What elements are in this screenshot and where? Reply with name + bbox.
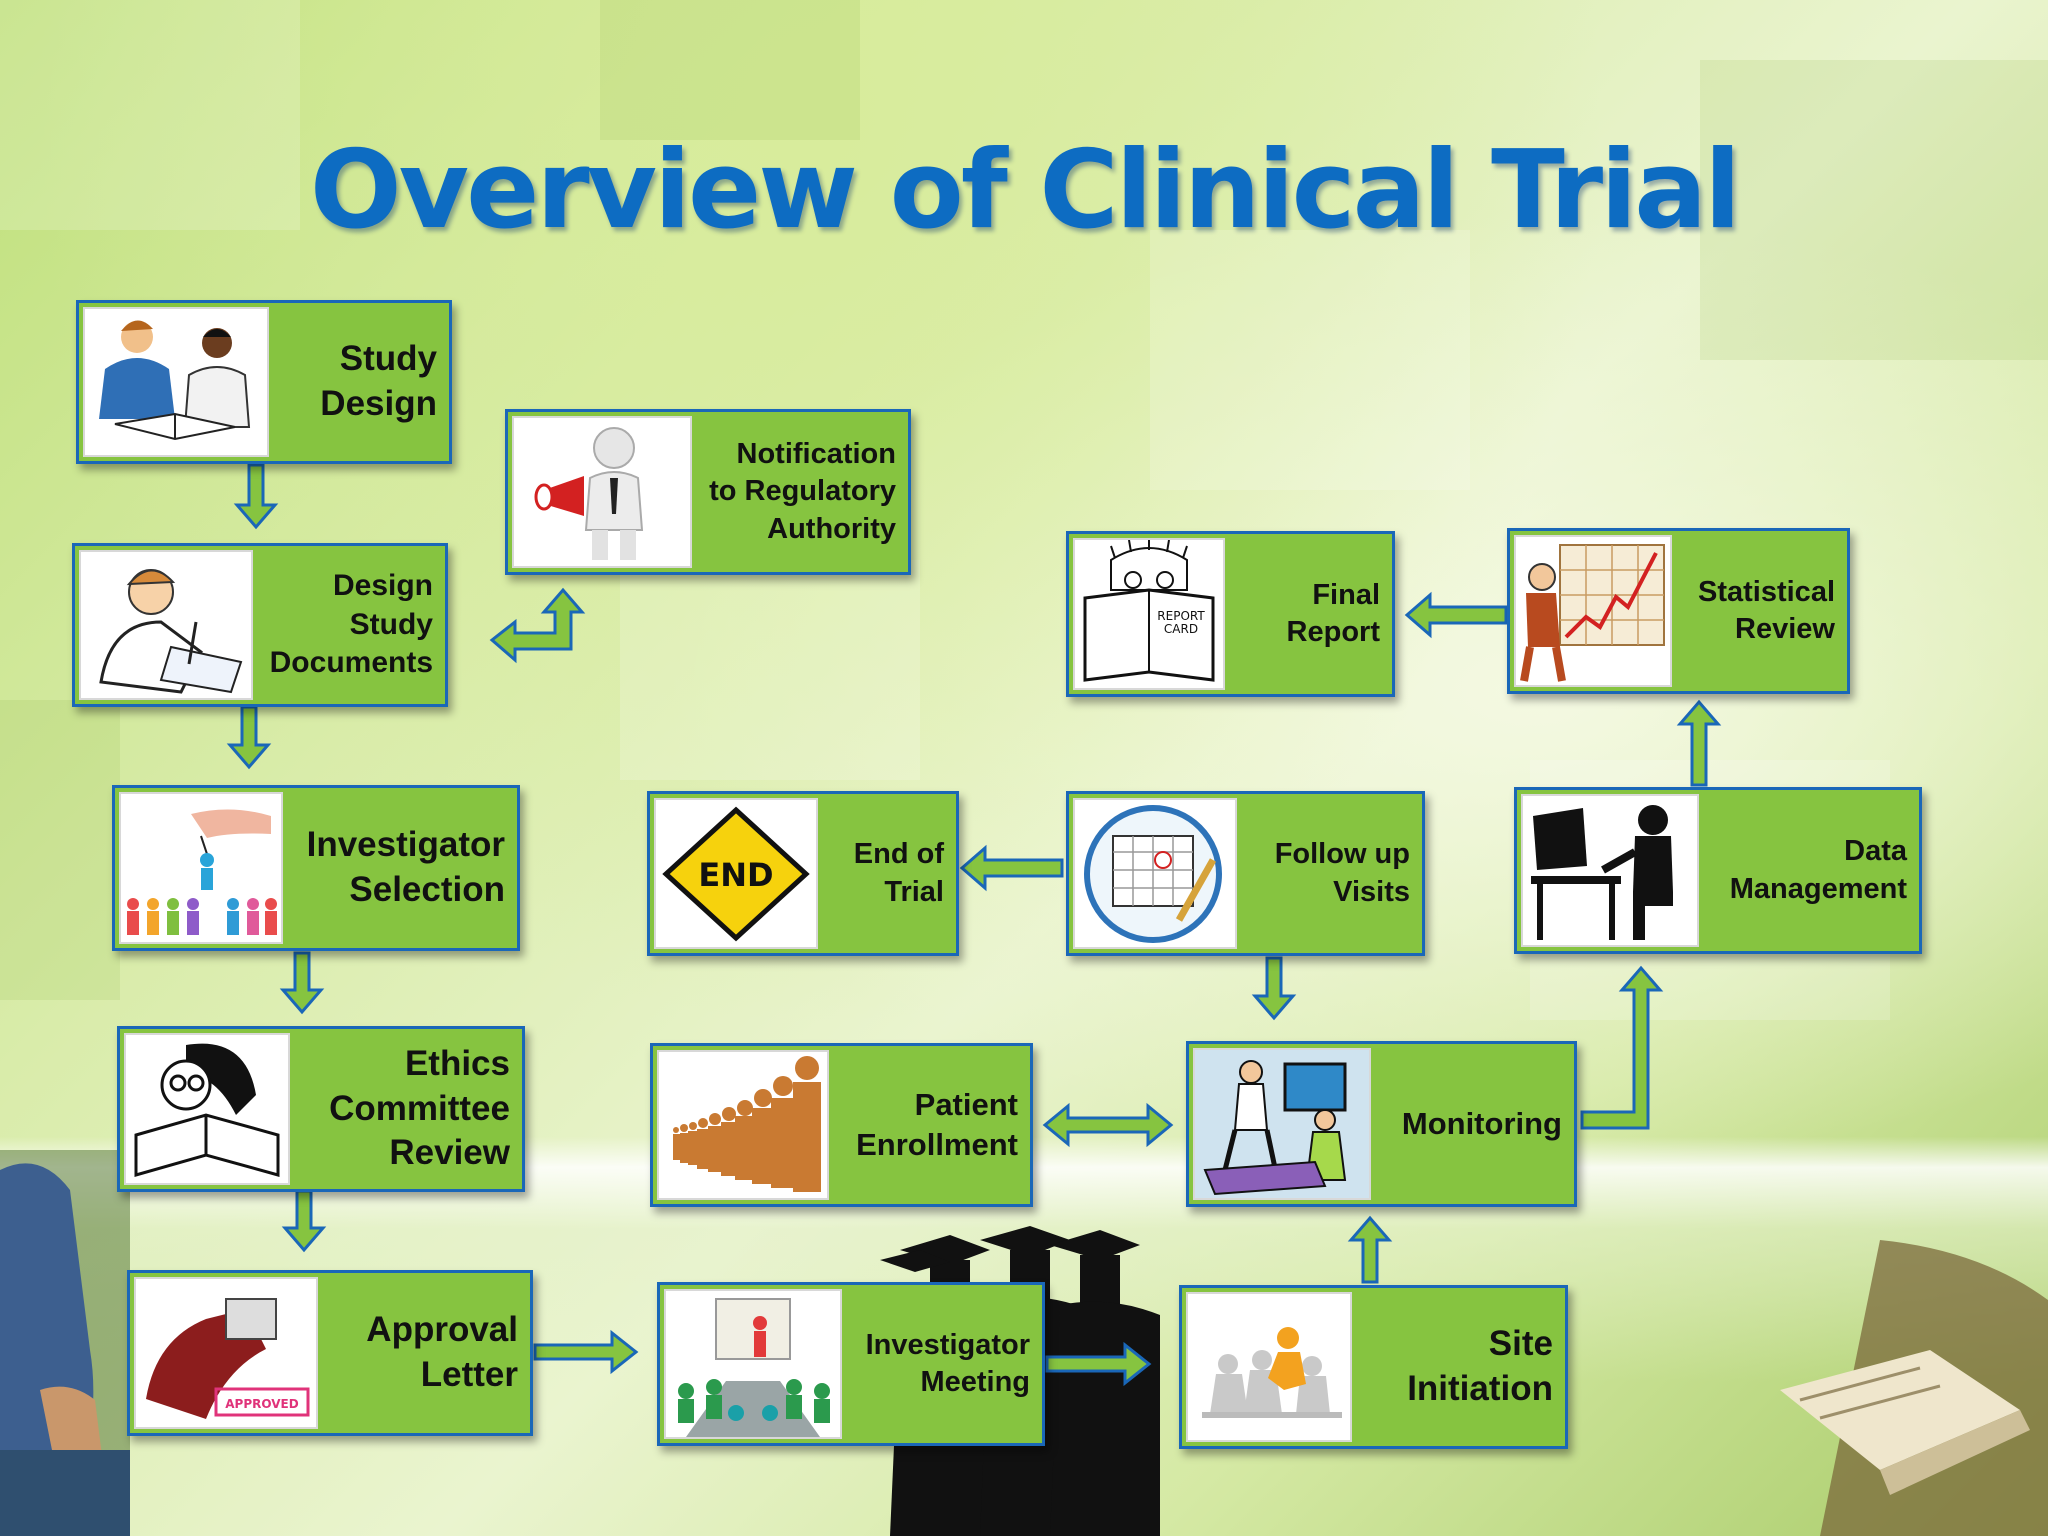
step-notification-regulatory-authority: Notification to Regulatory Authority (505, 409, 911, 575)
background-tile (1150, 230, 1470, 490)
step-label: Approval Letter (366, 1310, 518, 1394)
background-tile (620, 560, 920, 780)
background-tile (600, 0, 860, 140)
step-ethics-committee-review: Ethics Committee Review (117, 1026, 525, 1192)
presentation-audience-icon (664, 1289, 842, 1439)
step-study-design: Study Design (76, 300, 452, 464)
arrow-right (1045, 1341, 1152, 1387)
step-investigator-selection: Investigator Selection (112, 785, 520, 951)
step-follow-up-visits: Follow up Visits (1066, 791, 1425, 956)
step-label: Statistical Review (1698, 575, 1835, 645)
arrow-left (959, 844, 1064, 892)
step-label: Notification to Regulatory Authority (709, 438, 896, 545)
arrow-down (226, 705, 272, 770)
step-data-management: Data Management (1514, 787, 1922, 954)
end-sign-icon: END (654, 798, 818, 949)
arrow-up (1347, 1215, 1393, 1284)
arrow-elbow (489, 587, 586, 664)
arrow-right (533, 1329, 639, 1375)
arrow-double (1042, 1102, 1174, 1148)
step-label: Follow up Visits (1274, 838, 1410, 908)
scholar-reading-book-icon (124, 1033, 290, 1185)
arrow-left (1404, 591, 1508, 639)
approved-stamp-icon: APPROVED (134, 1277, 318, 1429)
step-label: Design Study Documents (269, 569, 433, 680)
arrow-up (1676, 699, 1722, 787)
runner-start-icon (1186, 1292, 1352, 1442)
step-label: End of Trial (853, 838, 944, 908)
arrow-down (1251, 956, 1297, 1021)
person-writing-icon (79, 550, 253, 700)
arrow-elbow-up (1580, 965, 1664, 1130)
background-tile (1700, 60, 2048, 360)
two-students-reading-icon (83, 307, 269, 457)
step-label: Data Management (1729, 835, 1907, 905)
step-label: Study Design (320, 339, 437, 423)
people-row-icon (657, 1050, 829, 1200)
person-holding-book-decoration (0, 1150, 130, 1536)
man-with-chart-icon (1514, 535, 1672, 687)
step-statistical-review: Statistical Review (1507, 528, 1850, 694)
hand-picking-person-icon (119, 792, 283, 944)
step-investigator-meeting: Investigator Meeting (657, 1282, 1045, 1446)
step-label: Ethics Committee Review (329, 1043, 510, 1173)
background-tile (0, 700, 120, 1000)
step-monitoring: Monitoring (1186, 1041, 1577, 1207)
arrow-down (279, 951, 325, 1015)
arrow-down (281, 1189, 327, 1253)
step-design-study-documents: Design Study Documents (72, 543, 448, 707)
step-label: Final Report (1286, 578, 1380, 648)
step-patient-enrollment: Patient Enrollment (650, 1043, 1033, 1207)
open-book-decoration (1780, 1240, 2048, 1536)
treadmill-monitor-icon (1193, 1048, 1371, 1200)
page-title: Overview of Clinical Trial (309, 128, 1741, 253)
step-label: Investigator Meeting (865, 1328, 1030, 1398)
stamp-text: APPROVED (225, 1397, 298, 1411)
step-approval-letter: APPROVED Approval Letter (127, 1270, 533, 1436)
background-tile (0, 0, 300, 230)
calendar-pencil-icon (1073, 798, 1237, 949)
step-label: Monitoring (1401, 1106, 1562, 1142)
person-at-computer-icon (1521, 794, 1699, 947)
step-label: Site Initiation (1407, 1324, 1553, 1408)
arrow-down (233, 463, 279, 530)
megaphone-person-icon (512, 416, 692, 568)
step-end-of-trial: END End of Trial (647, 791, 959, 956)
step-site-initiation: Site Initiation (1179, 1285, 1568, 1449)
step-label: Patient Enrollment (856, 1087, 1018, 1162)
end-sign-text: END (698, 856, 773, 894)
step-label: Investigator Selection (306, 825, 505, 909)
